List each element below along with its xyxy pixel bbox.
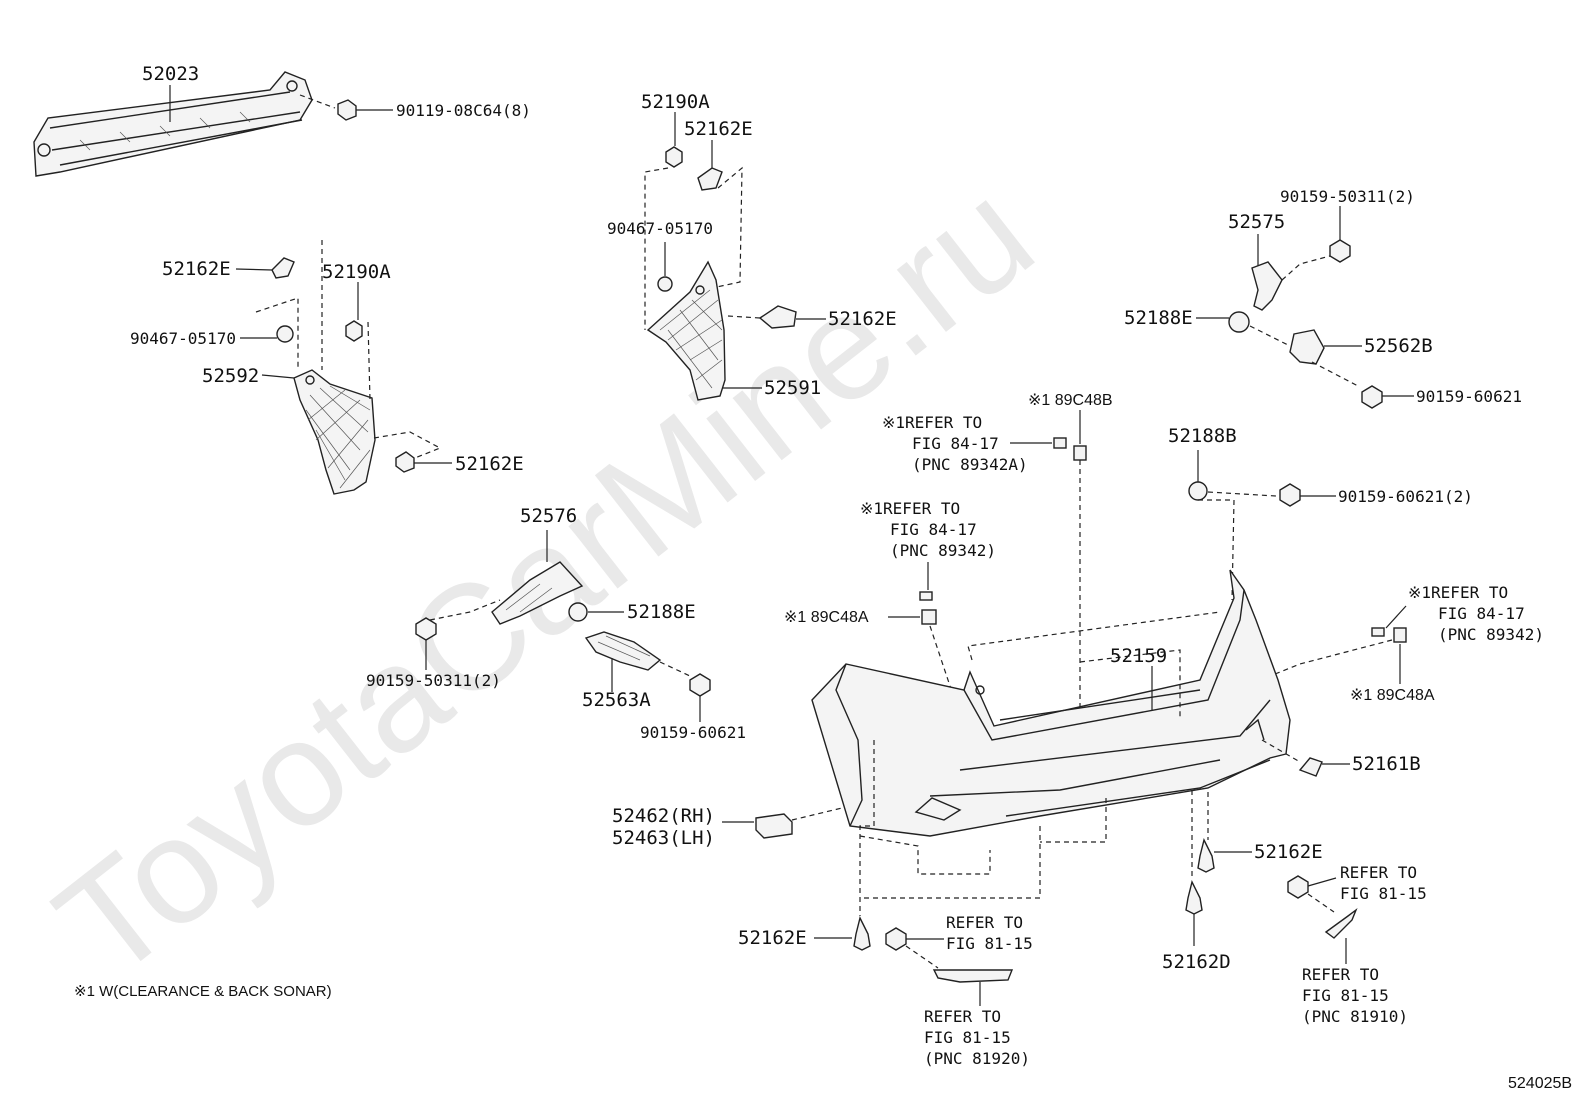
label-89C48A-right: ※1 89C48A [1350, 687, 1435, 704]
bolt-90119 [299, 94, 393, 121]
reflector-81910 [1324, 907, 1358, 964]
label-52162D: 52162D [1162, 951, 1231, 973]
label-90159-60621-right: 90159-60621 [1416, 387, 1522, 406]
label-52190A-left: 52190A [322, 261, 391, 283]
pad-52462 [722, 807, 843, 839]
refer-d-line1: REFER TO [1302, 965, 1379, 984]
retainer-52592 [293, 369, 376, 495]
label-90467-05170-left: 90467-05170 [130, 329, 236, 348]
label-52188E-right: 52188E [1124, 307, 1193, 329]
refer2-line2: FIG 84-17 [890, 520, 977, 539]
refer-b-line2: FIG 81-15 [1340, 884, 1427, 903]
refer-a-line2: FIG 81-15 [946, 934, 1033, 953]
label-52162E-mid: 52162E [828, 308, 897, 330]
refer1-line1: ※1REFER TO [882, 413, 982, 432]
bolt-90159-60621-right [1361, 385, 1414, 409]
refer-c-line1: REFER TO [924, 1007, 1001, 1026]
bracket-52562B [1289, 329, 1362, 387]
grommet-90467-top [657, 242, 673, 292]
bracket-52576 [429, 530, 584, 625]
reflector-81920 [932, 969, 1014, 1006]
refer-d-line2: FIG 81-15 [1302, 986, 1389, 1005]
label-52576: 52576 [520, 505, 577, 527]
label-52161B: 52161B [1352, 753, 1421, 775]
label-90159-60621-left: 90159-60621 [640, 723, 746, 742]
label-90159-50311-left: 90159-50311(2) [366, 671, 501, 690]
label-52462: 52462(RH) [612, 805, 715, 827]
refer-d-line3: (PNC 81910) [1302, 1007, 1408, 1026]
label-52190A-top: 52190A [641, 91, 710, 113]
figure-code: 524025B [1508, 1075, 1572, 1092]
clip-52188B [1188, 450, 1277, 601]
refer3-line3: (PNC 89342) [1438, 625, 1544, 644]
refer3-line2: FIG 84-17 [1438, 604, 1525, 623]
sensor-89342-right [1371, 605, 1407, 637]
refer3-line1: ※1REFER TO [1408, 583, 1508, 602]
label-52162E-bottom-left: 52162E [738, 927, 807, 949]
bracket-52575 [1251, 234, 1331, 311]
refer1-line3: (PNC 89342A) [912, 455, 1028, 474]
label-90159-50311-right: 90159-50311(2) [1280, 187, 1415, 206]
sensor-89342A [1053, 437, 1067, 449]
clip-52162E-mid [758, 305, 826, 329]
label-52562B: 52562B [1364, 335, 1433, 357]
label-90159-60621-2: 90159-60621(2) [1338, 487, 1473, 506]
label-52023: 52023 [142, 63, 199, 85]
label-52188B: 52188B [1168, 425, 1237, 447]
label-52159: 52159 [1110, 645, 1167, 667]
bolt-refer-b [1287, 875, 1337, 913]
refer2-line1: ※1REFER TO [860, 499, 960, 518]
retainer-52591 [646, 260, 726, 401]
clip-52188E-right [1196, 311, 1291, 347]
refer-b-line1: REFER TO [1340, 863, 1417, 882]
label-52162E-left-bottom: 52162E [455, 453, 524, 475]
label-52591: 52591 [764, 377, 821, 399]
clip-52188E-mid [568, 602, 624, 622]
label-89C48B: ※1 89C48B [1028, 392, 1113, 409]
label-52162E-bottom-right: 52162E [1254, 841, 1323, 863]
refer-c-line3: (PNC 81920) [924, 1049, 1030, 1068]
label-52592: 52592 [202, 365, 259, 387]
clip-52162E-left-bottom [395, 451, 452, 473]
bracket-52563A [584, 631, 691, 692]
retainer-89C48B [1073, 410, 1087, 740]
label-52575: 52575 [1228, 211, 1285, 233]
sensor-89342-mid [919, 562, 933, 601]
refer-a-line1: REFER TO [946, 913, 1023, 932]
bolt-90159-60621-left [689, 673, 711, 722]
label-90119-08C64: 90119-08C64(8) [396, 101, 531, 120]
nut-52190A-top [665, 112, 683, 168]
label-52162E-top: 52162E [684, 118, 753, 140]
clip-52162D [1185, 879, 1203, 946]
bolt-refer-a [885, 927, 944, 969]
refer1-line2: FIG 84-17 [912, 434, 999, 453]
refer2-line3: (PNC 89342) [890, 541, 996, 560]
label-89C48A-mid: ※1 89C48A [784, 609, 869, 626]
label-52563A: 52563A [582, 689, 651, 711]
label-52463: 52463(LH) [612, 827, 715, 849]
cap-52161B [1261, 739, 1350, 777]
clip-52162E-left-top [235, 257, 295, 279]
clip-52162E-top [697, 140, 723, 191]
bolt-90159-60621-2 [1279, 483, 1336, 507]
footnote: ※1 W(CLEARANCE & BACK SONAR) [74, 983, 332, 1000]
bumper-cover-52159 [811, 569, 1291, 837]
clip-52162E-bottom-right [1197, 837, 1252, 873]
label-90467-05170-top: 90467-05170 [607, 219, 713, 238]
label-52188E-mid: 52188E [627, 601, 696, 623]
bumper-reinforcement [33, 71, 313, 177]
bolt-90159-50311-left [415, 617, 437, 670]
label-52162E-left-top: 52162E [162, 258, 231, 280]
clip-52162E-bottom-left [814, 915, 871, 951]
grommet-90467-left [240, 325, 294, 343]
refer-c-line2: FIG 81-15 [924, 1028, 1011, 1047]
bolt-90159-50311-right [1329, 206, 1351, 263]
nut-52190A-left [345, 282, 363, 342]
